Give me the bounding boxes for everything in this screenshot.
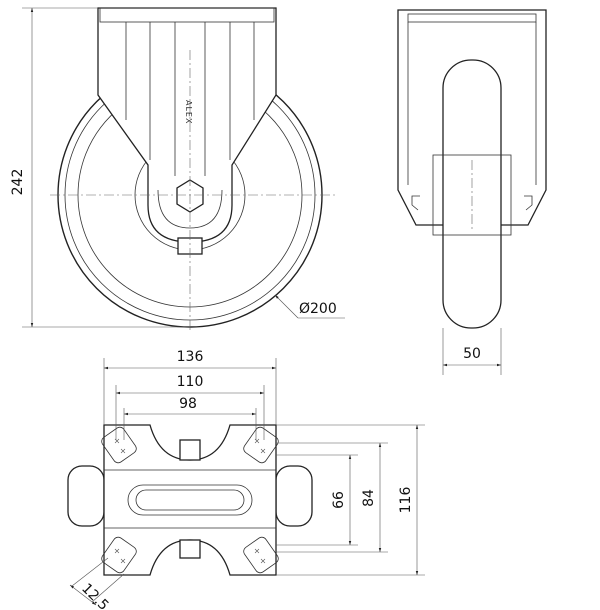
mounting-hole-top-left (101, 426, 137, 464)
dim-hole-spacing-long-inner: 98 (179, 396, 197, 412)
mounting-hole-top-right (243, 426, 279, 464)
wheel-top-right (275, 465, 313, 527)
dim-hole-spacing-short-inner: 66 (331, 491, 347, 509)
dim-hole-spacing-long-outer: 110 (177, 374, 204, 390)
top-view: 136 110 98 66 84 116 12.5 (67, 349, 425, 610)
leader-wheel-diameter (274, 294, 299, 319)
kingpin-top (179, 439, 201, 461)
dim-wheel-width: 50 (463, 346, 481, 362)
center-slot (127, 484, 253, 516)
side-view: ALEX 242 Ø200 (10, 7, 345, 332)
wheel-top-left (67, 465, 105, 527)
dim-height-overall: 242 (10, 169, 26, 196)
dim-hole-spacing-short-outer: 84 (361, 489, 377, 507)
dim-plate-width: 116 (398, 487, 414, 514)
mounting-hole-bottom-left (101, 536, 137, 574)
front-view: 50 (397, 9, 547, 375)
dim-wheel-diameter: Ø200 (299, 301, 337, 317)
dim-slot-size: 12.5 (78, 580, 111, 610)
kingpin-bottom (179, 539, 201, 559)
mounting-hole-bottom-right (243, 536, 279, 574)
dim-line-slot-size (69, 584, 97, 606)
dim-plate-length: 136 (177, 349, 204, 365)
wheel-front (442, 59, 502, 329)
brand-label: ALEX (184, 100, 193, 124)
fork-side (97, 7, 277, 243)
